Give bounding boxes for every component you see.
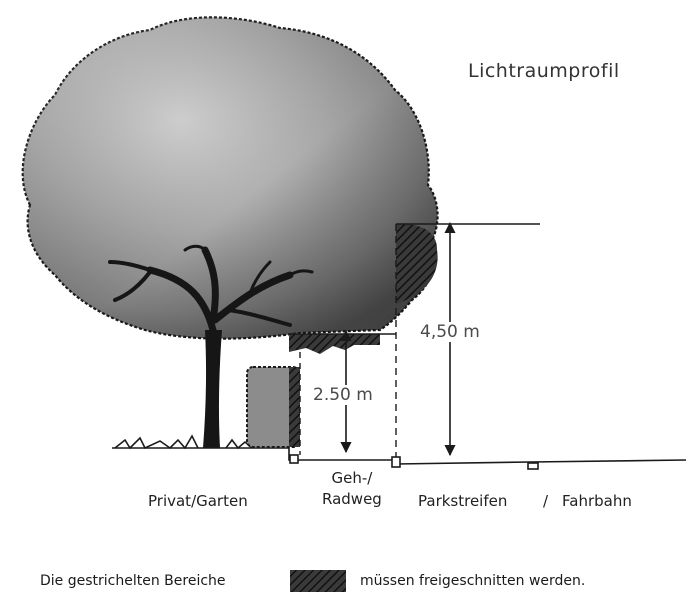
legend-note-after: müssen freigeschnitten werden. (360, 573, 585, 589)
cut-area-lower (289, 334, 380, 354)
zone-label-fahrbahn: Fahrbahn (562, 492, 632, 510)
legend-hatch-swatch (290, 570, 346, 592)
hedge-cut-area (289, 367, 300, 447)
grass-tufts (115, 436, 252, 448)
legend-note-before: Die gestrichelten Bereiche (40, 573, 226, 589)
hedge-icon (247, 367, 300, 447)
road-marker (528, 463, 538, 469)
ground-line (112, 448, 686, 469)
zone-label-parkstreifen: Parkstreifen (418, 492, 507, 510)
zone-label-gehweg-line1: Geh-/ (322, 468, 382, 489)
curb-road (392, 457, 400, 467)
curb-path (290, 455, 298, 463)
zone-label-separator: / (543, 492, 548, 510)
diagram-title: Lichtraumprofil (468, 60, 620, 82)
zone-label-gehweg-line2: Radweg (322, 489, 382, 510)
dimension-label-450: 4,50 m (418, 322, 482, 342)
tree-canopy-shade (23, 17, 438, 338)
tree-trunk (203, 330, 222, 448)
cut-area-right (396, 224, 438, 305)
zone-label-privat: Privat/Garten (148, 492, 248, 510)
dimension-label-250: 2.50 m (311, 385, 375, 405)
zone-label-gehweg: Geh-/ Radweg (322, 468, 382, 510)
tree-icon (23, 17, 438, 448)
